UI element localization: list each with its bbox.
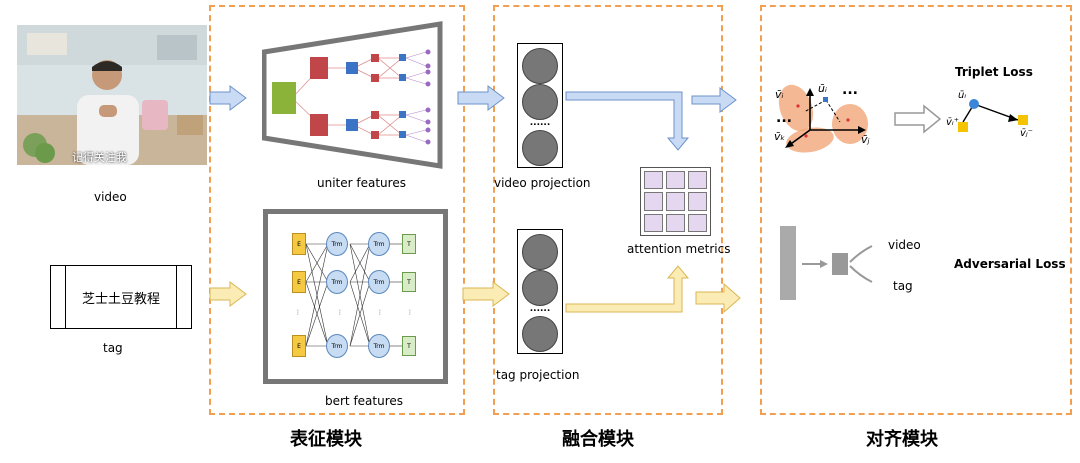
adversarial-loss-title: Adversarial Loss — [954, 257, 1066, 271]
bert-out-1: T — [402, 234, 416, 254]
embedding-dots-left: ... — [776, 110, 792, 126]
video-thumbnail: 记得关注我 — [17, 25, 207, 165]
attention-cell — [644, 213, 663, 232]
uniter-network — [262, 21, 443, 169]
bert-token-n: E — [292, 335, 306, 357]
arrow-tag-to-bert — [209, 281, 247, 307]
tag-text: 芝士土豆教程 — [81, 292, 160, 307]
arrow-video-to-uniter — [209, 85, 247, 111]
svg-text:⋮: ⋮ — [337, 309, 343, 316]
triplet-vi-plus-label: v̄ᵢ⁺ — [946, 117, 959, 128]
svg-text:⋮: ⋮ — [377, 309, 383, 316]
adversarial-diagram — [780, 226, 873, 300]
video-caption: video — [94, 190, 127, 204]
arrow-fusion-to-alignment-bottom — [695, 282, 741, 314]
tag-proj-node-n — [522, 316, 558, 352]
bert-token-1: E — [292, 233, 306, 255]
embedding-dots-top: ... — [842, 82, 858, 98]
bert-trm-1-1: Trm — [326, 232, 348, 256]
bert-network: ⋮ ⋮ ⋮ ⋮ E E E Trm Trm Trm Trm Trm Trm T T T — [263, 209, 448, 384]
uniter-features-label: uniter features — [317, 176, 406, 190]
arrow-triplet — [894, 104, 942, 134]
arrow-fusion-to-alignment-top — [691, 87, 737, 113]
video-frame-image — [17, 25, 207, 165]
video-projection-column: ...... — [517, 43, 563, 168]
bert-trm-1-2: Trm — [326, 270, 348, 294]
triplet-ui-label: ūᵢ — [958, 90, 967, 101]
tag-input-box: 芝士土豆教程 — [50, 265, 192, 329]
bert-out-n: T — [402, 336, 416, 356]
attention-cell — [644, 192, 663, 211]
video-proj-node-n — [522, 130, 558, 166]
bert-trm-1-n: Trm — [326, 334, 348, 358]
triplet-negative — [1018, 115, 1028, 125]
tag-projection-column: ...... — [517, 229, 563, 354]
triplet-diagram — [958, 99, 1028, 132]
triplet-anchor — [969, 99, 979, 109]
video-proj-node-2 — [522, 84, 558, 120]
vector-vj-label: v̄ⱼ — [861, 133, 870, 146]
fusion-module-title: 融合模块 — [562, 429, 634, 450]
triplet-loss-title: Triplet Loss — [955, 65, 1033, 79]
bert-trm-2-n: Trm — [368, 334, 390, 358]
tag-caption: tag — [103, 341, 123, 355]
tag-proj-node-2 — [522, 270, 558, 306]
bert-graph: ⋮ ⋮ ⋮ ⋮ — [295, 243, 413, 347]
adversarial-video-label: video — [888, 238, 921, 252]
adversarial-tag-label: tag — [893, 279, 913, 293]
vector-vk-label: v̄ₖ — [774, 130, 786, 143]
vector-vi-label: v̄ᵢ — [775, 88, 784, 101]
arrow-tag-proj-to-attention — [565, 265, 690, 313]
bert-token-2: E — [292, 271, 306, 293]
alignment-module-title: 对齐模块 — [866, 429, 938, 450]
bert-trm-2-2: Trm — [368, 270, 390, 294]
adversarial-feature-bar — [780, 226, 796, 300]
arrow-uniter-to-projection — [457, 85, 505, 111]
video-proj-node-1 — [522, 48, 558, 84]
attention-cell — [666, 192, 685, 211]
tag-proj-node-1 — [522, 234, 558, 270]
attention-cell — [644, 171, 663, 190]
attention-cell — [688, 192, 707, 211]
video-subtitle: 记得关注我 — [72, 151, 127, 164]
representation-module-border — [209, 5, 465, 415]
cluster-right — [832, 104, 868, 144]
attention-cell — [688, 213, 707, 232]
adversarial-discriminator — [832, 253, 848, 275]
tag-projection-label: tag projection — [496, 368, 580, 382]
bert-out-2: T — [402, 272, 416, 292]
bert-features-label: bert features — [325, 394, 404, 408]
cluster-bottom — [786, 127, 834, 153]
triplet-vj-minus-label: v̄ⱼ⁻ — [1020, 128, 1033, 139]
attention-cell — [666, 213, 685, 232]
tag-proj-dots: ...... — [529, 304, 551, 314]
triplet-positive — [958, 122, 968, 132]
svg-text:⋮: ⋮ — [407, 309, 413, 316]
arrow-video-proj-to-attention — [565, 91, 690, 151]
representation-module-title: 表征模块 — [290, 429, 362, 450]
cluster-left — [778, 84, 814, 132]
video-projection-label: video projection — [494, 176, 591, 190]
fusion-module-border — [493, 5, 723, 415]
svg-text:⋮: ⋮ — [295, 309, 301, 316]
vector-ui-label: ūᵢ — [818, 82, 827, 95]
uniter-input-block — [272, 82, 296, 114]
embedding-space — [778, 84, 868, 153]
arrow-bert-to-projection — [462, 281, 510, 307]
attention-metrics-label: attention metrics — [627, 242, 731, 256]
attention-cell — [666, 171, 685, 190]
attention-matrix — [640, 167, 711, 236]
alignment-module-border — [760, 5, 1072, 415]
bert-trm-2-1: Trm — [368, 232, 390, 256]
video-proj-dots: ...... — [529, 118, 551, 128]
attention-cell — [688, 171, 707, 190]
